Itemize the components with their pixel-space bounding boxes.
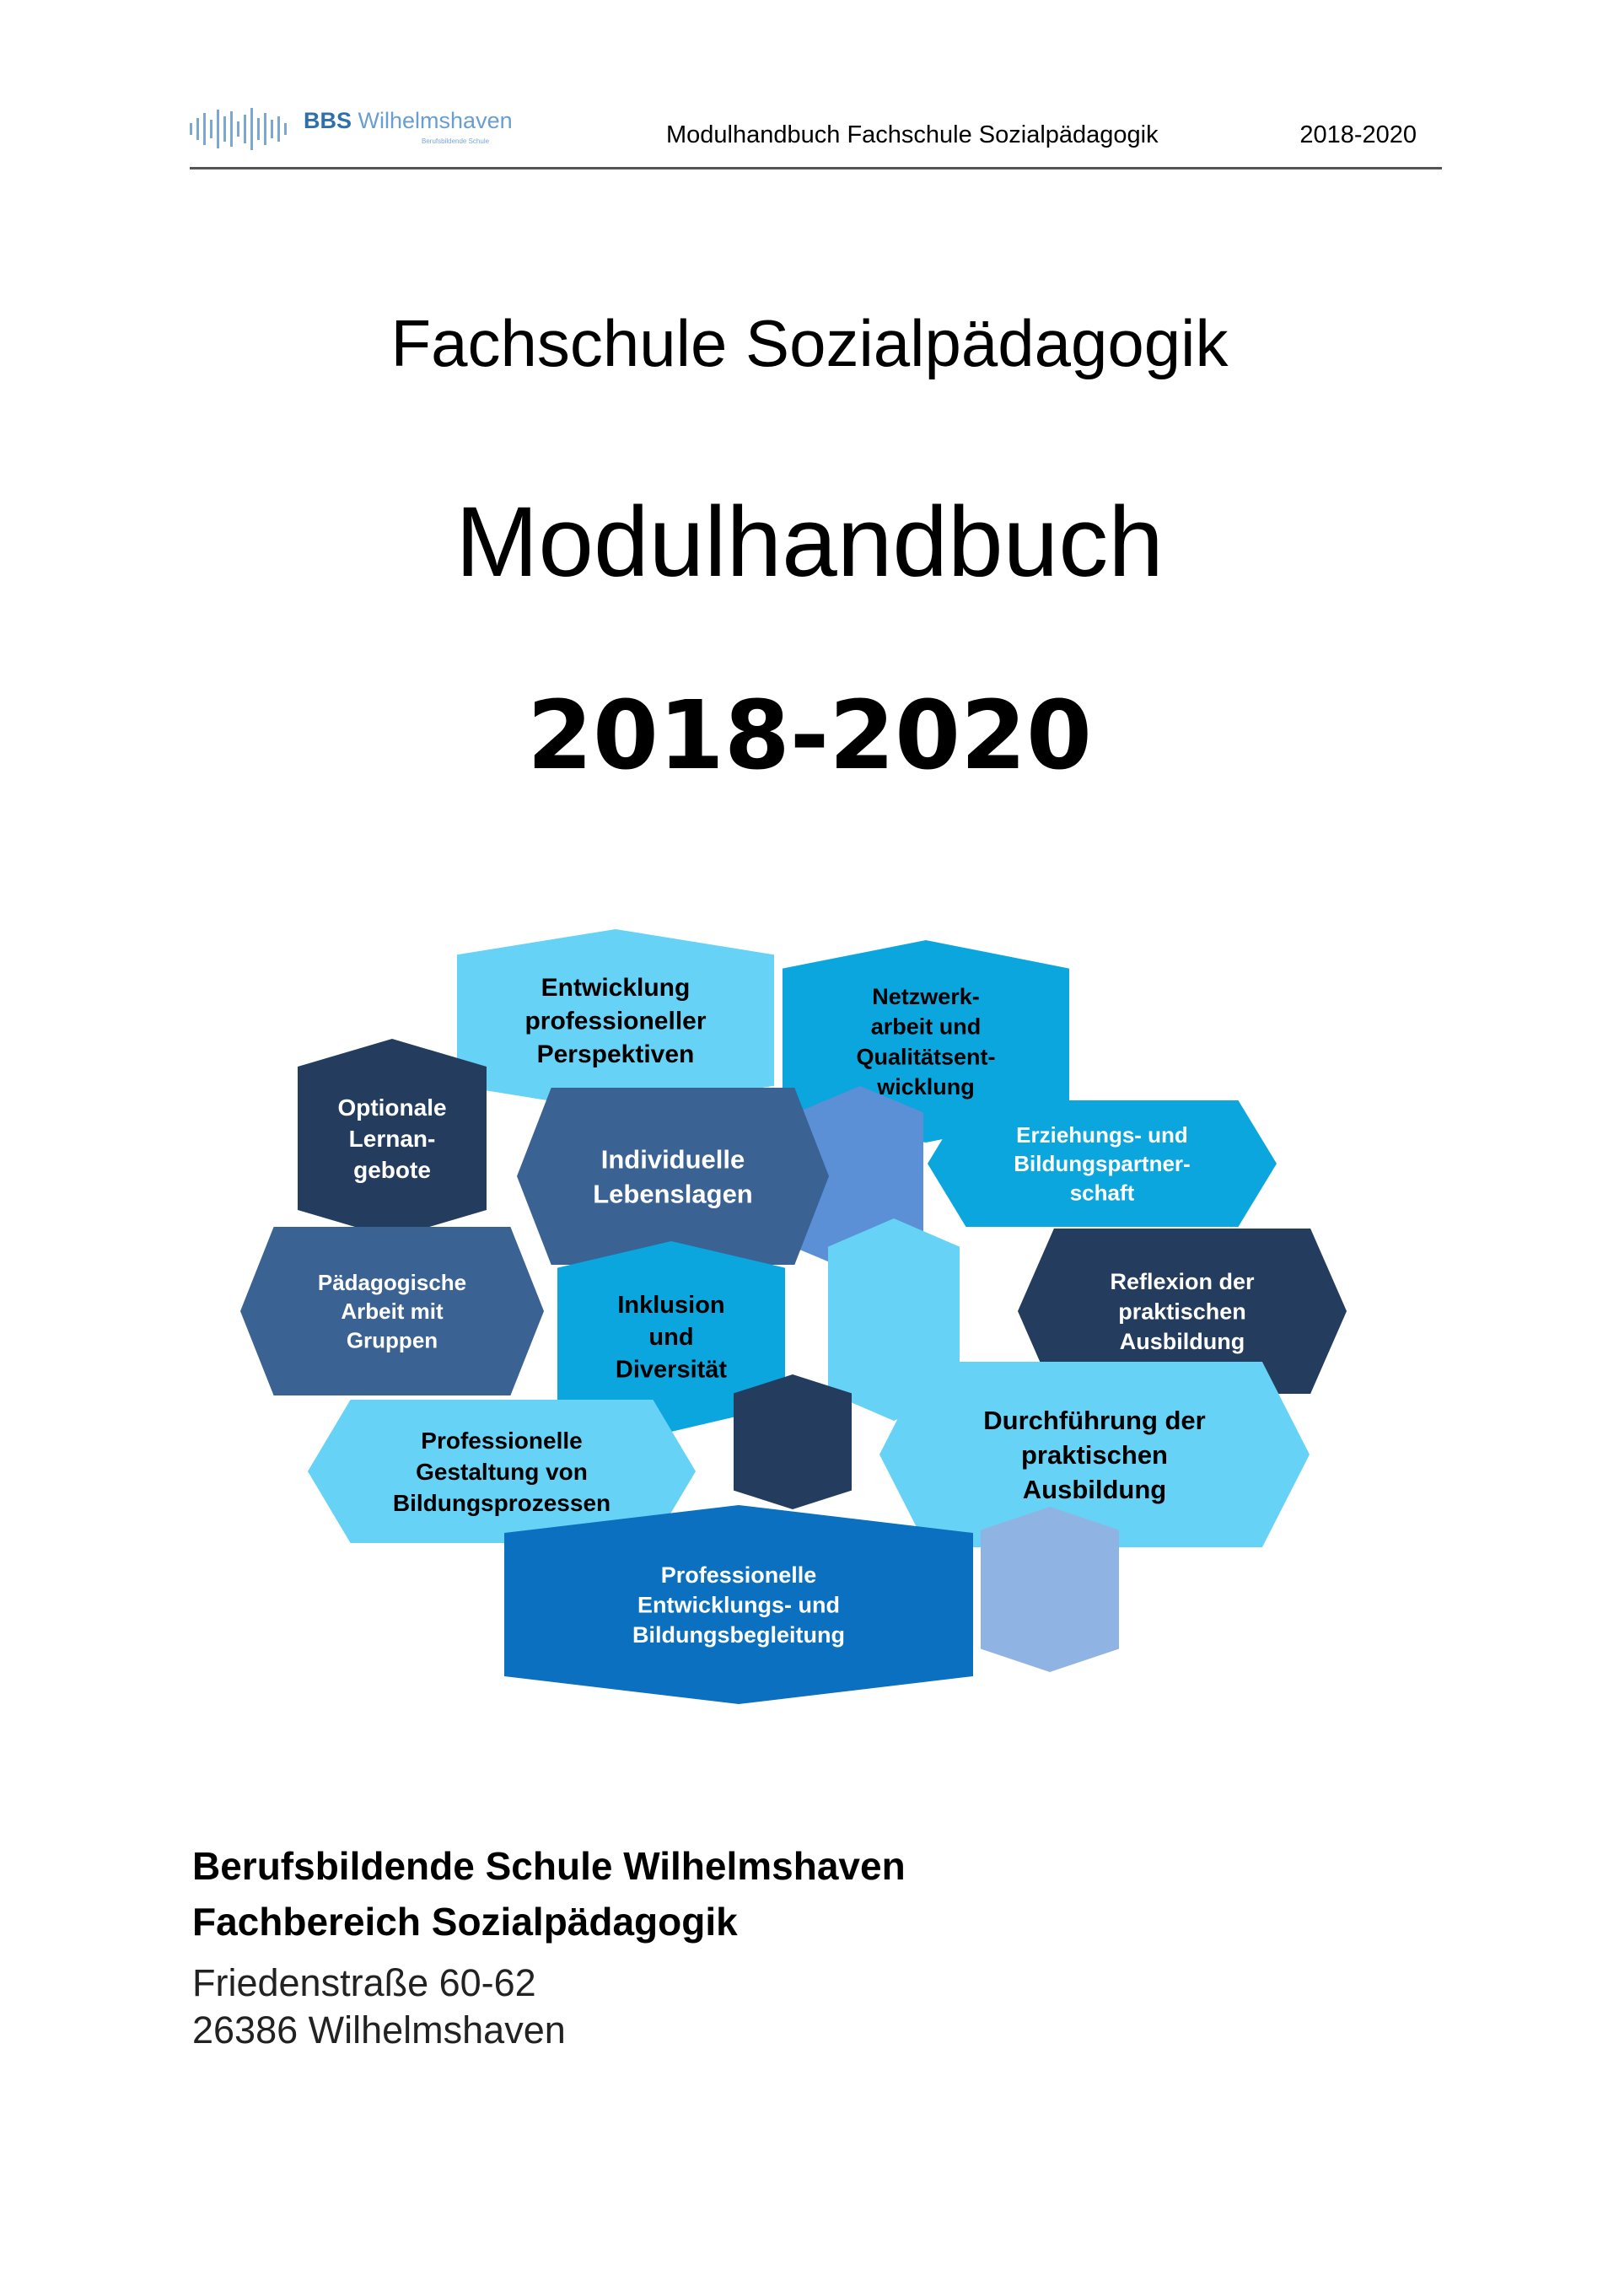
module-label-line: Erziehungs- und bbox=[1016, 1122, 1188, 1148]
module-label-line: Perspektiven bbox=[537, 1040, 695, 1068]
module-label-line: schaft bbox=[1070, 1180, 1135, 1205]
module-label-line: Individuelle bbox=[601, 1144, 745, 1174]
header-title: Modulhandbuch Fachschule Sozialpädagogik bbox=[666, 121, 1159, 148]
hexagon-shape bbox=[517, 1088, 829, 1265]
module-label-line: Netzwerk- bbox=[872, 984, 980, 1009]
hexagon-shape bbox=[557, 1241, 785, 1432]
module-label-line: Professionelle bbox=[661, 1562, 817, 1588]
logo-name: Wilhelmshaven bbox=[358, 108, 513, 133]
module-label-line: praktischen bbox=[1021, 1440, 1168, 1470]
module-label-line: Qualitätsent- bbox=[856, 1044, 995, 1069]
module-label-line: professioneller bbox=[524, 1008, 706, 1035]
logo-wordmark: BBS Wilhelmshaven bbox=[304, 108, 513, 134]
module-label-line: Lernan- bbox=[349, 1126, 436, 1152]
school-title: Fachschule Sozialpädagogik bbox=[390, 306, 1229, 380]
hexagon-shape bbox=[1018, 1229, 1347, 1394]
module-label-line: Ausbildung bbox=[1023, 1475, 1166, 1504]
module-label-line: Entwicklungs- und bbox=[637, 1592, 840, 1617]
module-label-line: arbeit und bbox=[871, 1014, 982, 1040]
hexagon-shape bbox=[240, 1227, 544, 1395]
header-year: 2018-2020 bbox=[1299, 121, 1417, 148]
module-label-line: Bildungsbegleitung bbox=[632, 1622, 845, 1648]
address-city: 26386 Wilhelmshaven bbox=[192, 2008, 566, 2051]
year-title: 2018-2020 bbox=[527, 681, 1092, 791]
logo-subtitle: Berufsbildende Schule bbox=[422, 137, 490, 145]
hexagon-shape bbox=[308, 1400, 696, 1543]
module-label-line: Arbeit mit bbox=[341, 1299, 444, 1324]
module-label-line: gebote bbox=[353, 1157, 431, 1183]
module-label-line: Durchführung der bbox=[983, 1406, 1206, 1435]
module-label-line: praktischen bbox=[1118, 1299, 1246, 1324]
hexagon-shape bbox=[504, 1505, 973, 1704]
decorative-hexagon bbox=[734, 1374, 852, 1509]
module-label-line: Diversität bbox=[616, 1356, 728, 1383]
module-label-line: und bbox=[648, 1324, 693, 1351]
main-title: Modulhandbuch bbox=[455, 487, 1164, 598]
module-label-line: Gestaltung von bbox=[416, 1459, 588, 1485]
module-label-line: Lebenslagen bbox=[593, 1179, 753, 1208]
module-label-line: wicklung bbox=[876, 1074, 975, 1100]
module-label-line: Reflexion der bbox=[1110, 1269, 1255, 1294]
module-label-line: Optionale bbox=[337, 1094, 446, 1121]
hexagon-shape bbox=[928, 1100, 1277, 1227]
module-label-line: Bildungsprozessen bbox=[393, 1490, 610, 1516]
soundwave-logo-icon bbox=[190, 108, 287, 150]
hexagon-shape bbox=[298, 1039, 487, 1238]
school-address: Berufsbildende Schule Wilhelmshaven Fach… bbox=[192, 1838, 906, 2054]
hexagon-shape bbox=[981, 1507, 1119, 1672]
module-label-line: Pädagogische bbox=[318, 1270, 466, 1295]
module-label-line: Bildungspartner- bbox=[1014, 1151, 1190, 1176]
module-label-line: Ausbildung bbox=[1120, 1329, 1245, 1354]
hexagon-shape bbox=[734, 1374, 852, 1509]
page-header: BBS Wilhelmshaven Berufsbildende Schule … bbox=[190, 93, 1442, 169]
address-school-name: Berufsbildende Schule Wilhelmshaven bbox=[192, 1844, 906, 1888]
module-label-line: Entwicklung bbox=[541, 974, 691, 1002]
hexagon-shape bbox=[879, 1362, 1310, 1547]
logo-brand: BBS bbox=[304, 108, 352, 133]
address-department: Fachbereich Sozialpädagogik bbox=[192, 1900, 738, 1944]
module-label-line: Gruppen bbox=[347, 1327, 438, 1352]
module-label-line: Professionelle bbox=[421, 1428, 582, 1454]
address-street: Friedenstraße 60-62 bbox=[192, 1961, 536, 2004]
decorative-hexagon bbox=[981, 1507, 1119, 1672]
hexagon-shape bbox=[457, 929, 774, 1111]
module-label-line: Inklusion bbox=[617, 1292, 724, 1319]
school-logo: BBS Wilhelmshaven Berufsbildende Schule bbox=[190, 99, 552, 159]
